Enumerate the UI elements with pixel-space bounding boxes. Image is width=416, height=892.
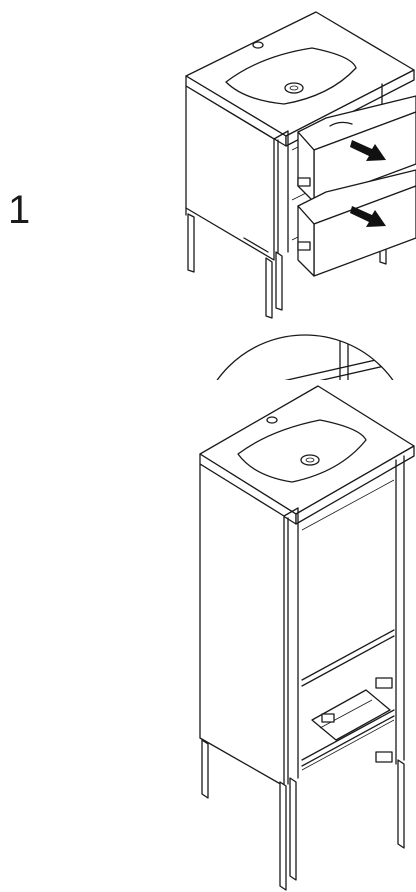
empty-cabinet-drawing xyxy=(0,380,416,892)
remove-drawers-illustration xyxy=(185,11,416,319)
drawer-frame xyxy=(311,689,391,741)
leg xyxy=(279,781,287,891)
leg xyxy=(201,739,209,799)
leg xyxy=(397,759,405,849)
leg xyxy=(187,213,195,273)
countertop-side xyxy=(295,445,415,525)
step-3: 3 xyxy=(0,380,416,892)
pull-arrow-icon xyxy=(350,206,386,227)
faucet-hole-icon xyxy=(252,41,264,49)
basin xyxy=(237,419,367,483)
drain-icon xyxy=(284,82,304,94)
leg xyxy=(289,777,297,881)
faucet-hole-icon xyxy=(266,416,278,424)
pull-arrow-icon xyxy=(350,140,386,161)
leg xyxy=(265,257,273,319)
drain-icon xyxy=(300,454,320,466)
cabinet-side-panel xyxy=(199,463,285,787)
step-1: 1 xyxy=(0,0,416,330)
slide-clip-icon xyxy=(297,241,311,251)
slide-clip-icon xyxy=(297,177,311,187)
leg xyxy=(275,251,283,311)
step-number: 1 xyxy=(8,188,31,232)
slide-rail-icon xyxy=(375,751,393,763)
slide-rail-icon xyxy=(375,677,393,689)
slide-rail-icon xyxy=(321,713,335,723)
cabinet-side-panel xyxy=(185,85,275,261)
basin xyxy=(225,47,357,105)
